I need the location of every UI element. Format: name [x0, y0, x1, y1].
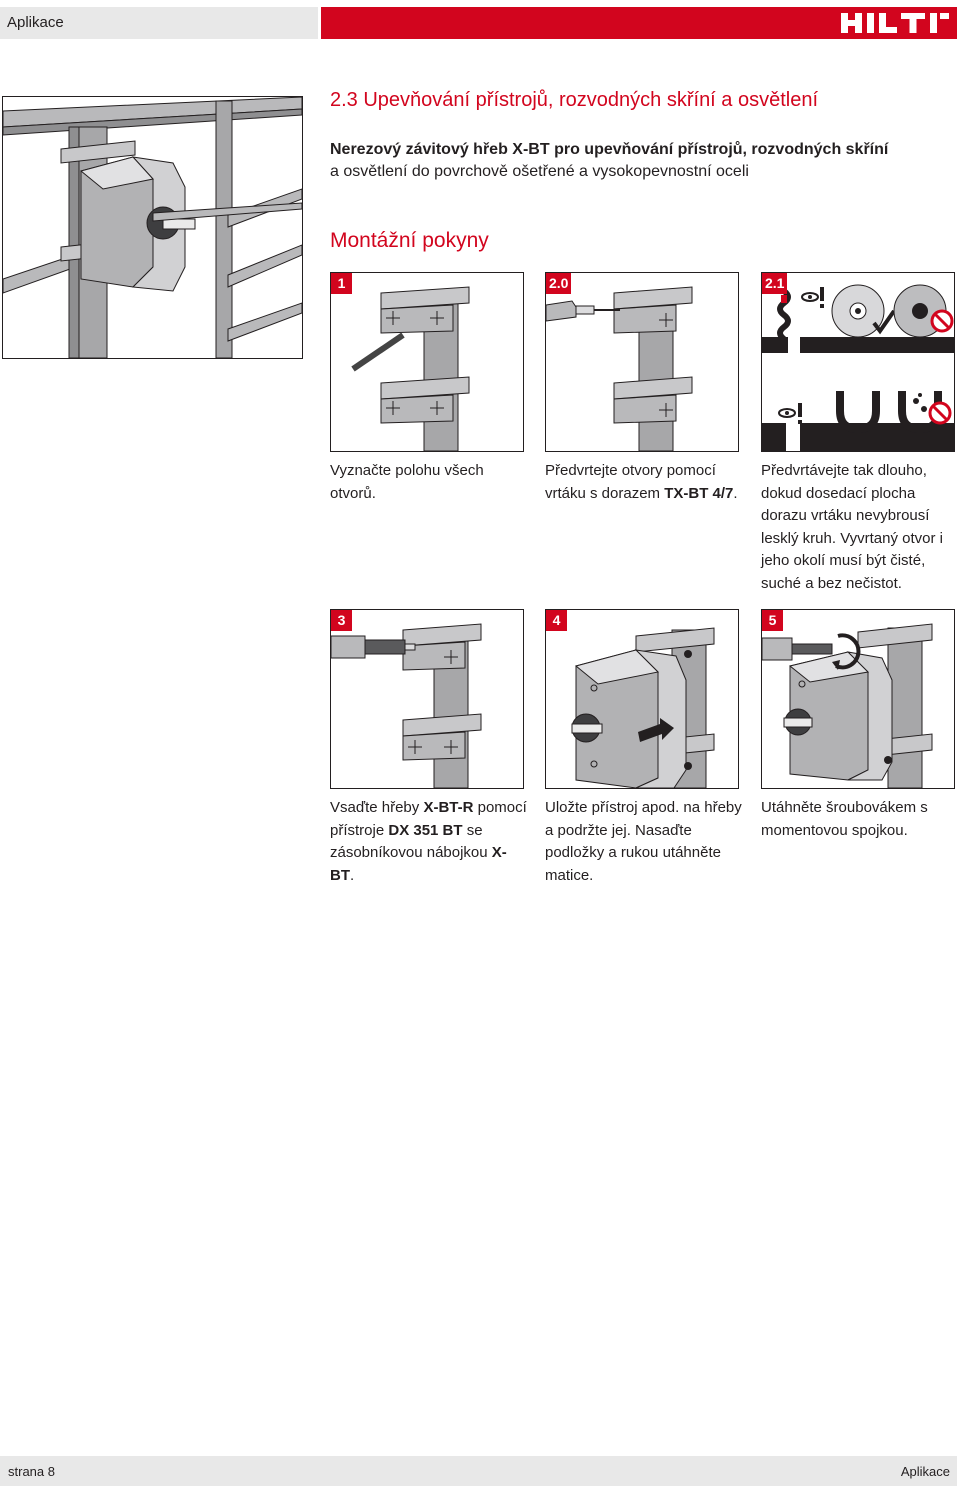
footer-section-label: Aplikace	[900, 1464, 950, 1479]
step-5-caption: Utáhněte šroubovákem s momentovou spojko…	[761, 797, 957, 842]
page-title: 2.3 Upevňování přístrojů, rozvodných skř…	[330, 89, 819, 111]
subtitle: Nerezový závitový hřeb X-BT pro upevňová…	[330, 139, 940, 183]
step-2-1-caption: Předvrtávejte tak dlouho, dokud dosedací…	[761, 460, 957, 595]
step-1-illustration: 1	[330, 272, 524, 452]
brand-bar	[321, 7, 957, 39]
step-2-0-illustration: 2.0	[545, 272, 739, 452]
section-label: Aplikace	[0, 7, 318, 39]
header-bar: Aplikace	[0, 7, 957, 39]
caption-text: pomocí přístroje	[330, 799, 527, 839]
step-2-1-illustration: 2.1	[761, 272, 955, 452]
step-number: 4	[546, 610, 567, 631]
footer-bar: strana 8 Aplikace	[0, 1456, 957, 1486]
caption-text: Uložte přístroj apod. na hřeby a podržte…	[545, 799, 742, 884]
step-4-illustration: 4	[545, 609, 739, 789]
caption-emphasis: DX 351 BT	[388, 821, 463, 839]
page-number: strana 8	[8, 1464, 55, 1479]
subtitle-line-1: Nerezový závitový hřeb X-BT pro upevňová…	[330, 141, 889, 158]
caption-text: Předvrtávejte tak dlouho, dokud dosedací…	[761, 462, 943, 592]
hilti-logo	[841, 13, 949, 33]
caption-text: se zásobníkovou nábojkou	[330, 821, 492, 862]
step-2-0-caption: Předvrtejte otvory pomocí vrtáku s doraz…	[545, 460, 745, 505]
caption-text: Vyznačte polohu všech otvorů.	[330, 462, 484, 502]
step-4-caption: Uložte přístroj apod. na hřeby a podržte…	[545, 797, 745, 887]
caption-text: Vsaďte hřeby	[330, 799, 424, 816]
section-heading: Montážní pokyny	[330, 229, 489, 252]
hero-illustration	[2, 96, 303, 359]
step-number: 2.0	[546, 273, 572, 294]
caption-emphasis: X-BT-R	[423, 799, 474, 816]
caption-text: .	[350, 866, 355, 884]
subtitle-line-2: a osvětlení do povrchově ošetřené a vyso…	[330, 163, 749, 180]
step-5-illustration: 5	[761, 609, 955, 789]
step-number: 3	[331, 610, 352, 631]
caption-text: Předvrtejte otvory pomocí vrtáku s doraz…	[545, 462, 716, 502]
caption-emphasis: TX-BT 4/7	[664, 484, 734, 502]
step-3-caption: Vsaďte hřeby X-BT-R pomocí přístroje DX …	[330, 797, 530, 887]
caption-text: .	[733, 484, 738, 502]
caption-text: Utáhněte šroubovákem s momentovou spojko…	[761, 799, 928, 839]
step-number: 1	[331, 273, 352, 294]
step-number: 2.1	[762, 273, 788, 294]
step-number: 5	[762, 610, 783, 631]
step-3-illustration: 3	[330, 609, 524, 789]
step-1-caption: Vyznačte polohu všech otvorů.	[330, 460, 520, 505]
caption-emphasis: X-BT	[330, 844, 507, 884]
